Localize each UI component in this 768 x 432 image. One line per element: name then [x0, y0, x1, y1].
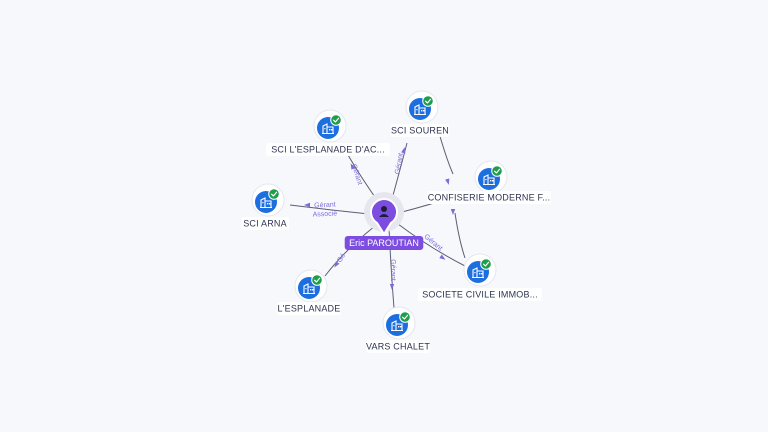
edge-arrow-icon: [334, 261, 340, 268]
verified-check-icon: [311, 274, 323, 286]
node-label: SCI ARNA: [243, 219, 287, 229]
company-node-sci-esplanade-ac[interactable]: SCI L'ESPLANADE D'AC...: [266, 109, 390, 156]
center-label: Eric PAROUTIAN: [349, 238, 419, 248]
node-label: CONFISERIE MODERNE F...: [428, 193, 551, 203]
edge-label: Gérant: [314, 201, 336, 209]
nodes-layer: SCI L'ESPLANADE D'AC... SCI SOUREN CONFISE…: [240, 90, 551, 353]
edge-line: [289, 204, 370, 215]
edge-arrow-icon: [401, 147, 406, 154]
edge-arrow-icon: [450, 209, 456, 215]
company-node-sci-arna[interactable]: SCI ARNA: [240, 183, 290, 230]
verified-check-icon: [330, 114, 342, 126]
node-label: L'ESPLANADE: [278, 304, 341, 314]
verified-check-icon: [399, 311, 411, 323]
node-label-bg: [390, 124, 450, 137]
company-building-icon: [472, 267, 484, 279]
verified-check-icon: [480, 258, 492, 270]
company-node-sci-souren[interactable]: SCI SOUREN: [390, 90, 450, 137]
company-node-esplanade[interactable]: L'ESPLANADE: [277, 269, 341, 315]
edge-line: [454, 212, 466, 259]
verified-check-icon: [268, 188, 280, 200]
company-building-icon: [414, 104, 426, 116]
node-label-bg: [266, 143, 390, 156]
edge-arrow-icon: [304, 202, 310, 208]
node-label-bg: [418, 288, 542, 301]
edge-label: Gérant: [389, 259, 396, 280]
edge-label: Gé: [336, 252, 347, 264]
company-building-icon: [483, 174, 495, 186]
node-label: SCI L'ESPLANADE D'AC...: [271, 145, 385, 155]
verified-check-icon: [491, 165, 503, 177]
edge-line: [397, 223, 466, 267]
center-node[interactable]: Eric PAROUTIAN: [344, 192, 424, 250]
node-label-bg: [240, 217, 290, 230]
verified-check-icon: [422, 95, 434, 107]
edge-arrow-icon: [439, 254, 446, 260]
company-node-confiserie[interactable]: CONFISERIE MODERNE F...: [427, 160, 551, 204]
edge-arrow-icon: [350, 163, 356, 170]
edge-arrow-icon: [445, 178, 450, 185]
center-label-bg: [344, 236, 424, 250]
person-icon: [379, 206, 389, 217]
edge-line: [391, 142, 408, 200]
edge-line: [324, 225, 376, 277]
edge-arrow-icon: [389, 284, 395, 290]
node-label: SCI SOUREN: [391, 126, 449, 136]
company-building-icon: [322, 123, 334, 135]
edge-label: Gérant: [350, 163, 363, 186]
node-label-bg: [277, 302, 341, 315]
company-node-societe-civile[interactable]: SOCIETE CIVILE IMMOB...: [418, 253, 542, 301]
company-building-icon: [391, 320, 403, 332]
node-label-bg: [427, 191, 551, 204]
node-label: SOCIETE CIVILE IMMOB...: [422, 290, 538, 300]
company-building-icon: [303, 283, 315, 295]
node-label: VARS CHALET: [366, 342, 430, 352]
company-node-vars-chalet[interactable]: VARS CHALET: [366, 306, 430, 353]
edge-confiserie-societe-civile: [454, 212, 466, 259]
edge-label: Associé: [312, 210, 337, 218]
edge-line: [388, 227, 395, 309]
edge-person-sci-souren: Gérant: [391, 142, 408, 200]
node-label-bg: [366, 340, 430, 353]
company-building-icon: [260, 197, 272, 209]
edge-person-vars-chalet: Gérant: [388, 227, 396, 309]
edge-label: Gérant: [394, 153, 405, 175]
edge-person-esplanade: Gé: [324, 225, 376, 277]
